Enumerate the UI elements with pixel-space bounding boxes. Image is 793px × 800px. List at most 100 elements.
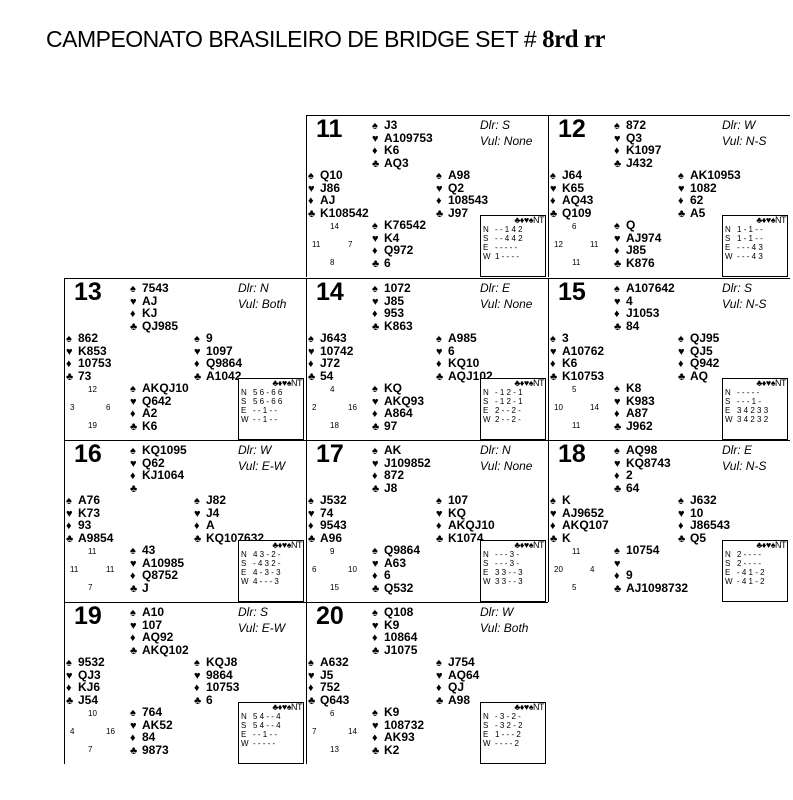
cards-heart: K73 xyxy=(78,505,101,520)
board-number: 14 xyxy=(316,278,344,306)
suit-line: ♦10864 xyxy=(372,631,417,644)
suit-line: ♦J72 xyxy=(308,357,353,370)
cards-diamond: 9543 xyxy=(320,518,347,532)
hcp-s: 19 xyxy=(88,421,97,430)
board-number: 19 xyxy=(74,602,102,630)
diamond-icon: ♦ xyxy=(678,195,684,207)
suit-line: ♠K76542 xyxy=(372,219,426,232)
club-icon: ♣ xyxy=(678,370,686,383)
diamond-icon: ♦ xyxy=(194,358,200,370)
dd-row-values: 2 - - - - xyxy=(737,550,761,559)
suit-line: ♥9864 xyxy=(194,668,239,681)
suit-line: ♦K6 xyxy=(372,144,433,157)
suit-line: ♠107 xyxy=(436,494,495,507)
diamond-icon: ♦ xyxy=(678,358,684,370)
cards-club: K xyxy=(562,530,571,545)
diamond-icon: ♦ xyxy=(130,570,136,582)
suit-line: ♣J xyxy=(130,581,184,594)
spade-icon: ♠ xyxy=(550,495,556,507)
suit-line: ♥AJ xyxy=(130,294,178,307)
suit-line: ♦A864 xyxy=(372,407,424,420)
club-icon: ♣ xyxy=(372,420,380,433)
dd-row-label: E xyxy=(725,243,731,252)
suit-line: ♦J85 xyxy=(614,244,661,257)
dd-row: S- - - 3 - xyxy=(481,559,545,568)
hcp-s: 8 xyxy=(330,258,335,267)
dd-header: ♣♦♥♠NT xyxy=(272,378,302,388)
hcp-e: 16 xyxy=(348,403,357,412)
club-icon: ♣ xyxy=(372,320,380,333)
cards-spade: Q108 xyxy=(384,605,414,619)
dd-row-label: W xyxy=(241,739,249,748)
heart-icon: ♥ xyxy=(678,182,685,195)
board-number: 18 xyxy=(558,440,586,468)
hcp-n: 4 xyxy=(330,385,335,394)
dd-row: S- 3 2 - 2 xyxy=(481,721,545,730)
spade-icon: ♠ xyxy=(678,170,684,182)
hand-west: ♠J64♥K65♦AQ43♣Q109 xyxy=(550,169,593,220)
hcp-w: 4 xyxy=(70,727,75,736)
club-icon: ♣ xyxy=(308,532,316,545)
suit-line: ♦J1053 xyxy=(614,307,675,320)
cards-heart: A10985 xyxy=(142,555,185,570)
cards-spade: 862 xyxy=(78,331,99,345)
cards-club: 9873 xyxy=(142,742,169,757)
suit-line: ♠764 xyxy=(130,706,173,719)
spade-icon: ♠ xyxy=(550,170,556,182)
diamond-icon: ♦ xyxy=(308,358,314,370)
cards-diamond: K1097 xyxy=(626,143,662,157)
cards-club: 84 xyxy=(626,318,640,333)
board-border xyxy=(306,278,548,440)
spade-icon: ♠ xyxy=(614,445,620,457)
dd-row-label: S xyxy=(241,397,247,406)
cards-spade: J754 xyxy=(448,655,475,669)
suit-line: ♦KJ1064 xyxy=(130,469,187,482)
suit-line: ♣A1042 xyxy=(194,369,242,382)
cards-diamond: J86543 xyxy=(690,518,731,532)
cards-spade: J82 xyxy=(206,493,227,507)
dd-row: E- 4 1 - 2 xyxy=(723,568,787,577)
cards-club: AKQ102 xyxy=(142,642,189,657)
cards-diamond: Q9864 xyxy=(206,356,243,370)
dd-row-label: S xyxy=(483,234,489,243)
cards-club: Q5 xyxy=(690,530,707,545)
cards-spade: AK10953 xyxy=(690,168,741,182)
dd-row: N- 1 2 - 1 xyxy=(481,388,545,397)
diamond-icon: ♦ xyxy=(372,570,378,582)
hcp-s: 5 xyxy=(572,583,577,592)
cards-diamond: 10753 xyxy=(206,680,240,694)
cards-club: 97 xyxy=(384,418,398,433)
club-icon: ♣ xyxy=(436,207,444,220)
suit-line: ♣9873 xyxy=(130,742,173,757)
cards-diamond: 84 xyxy=(142,730,156,744)
diamond-icon: ♦ xyxy=(308,520,314,532)
cards-heart: J4 xyxy=(206,505,220,520)
suit-line: ♥J4 xyxy=(194,505,264,520)
cards-heart: Q3 xyxy=(626,130,643,145)
hcp-w: 2 xyxy=(312,403,317,412)
cards-heart: QJ3 xyxy=(78,667,101,682)
dd-row-label: S xyxy=(241,559,247,568)
diamond-icon: ♦ xyxy=(550,195,556,207)
dd-row-values: 2 - - 2 - xyxy=(495,415,521,424)
suit-line: ♣J8 xyxy=(372,481,431,494)
suit-line: ♦AQ92 xyxy=(130,631,189,644)
suit-line: ♦108543 xyxy=(436,194,488,207)
cards-diamond: KQ10 xyxy=(448,356,480,370)
cards-spade: J532 xyxy=(320,493,347,507)
dd-header: ♣♦♥♠NT xyxy=(514,540,544,550)
cards-spade: A98 xyxy=(448,168,471,182)
cards-spade: 7543 xyxy=(142,281,169,295)
cards-spade: 9 xyxy=(206,331,213,345)
cards-diamond: A87 xyxy=(626,406,649,420)
dd-header: ♣♦♥♠NT xyxy=(514,378,544,388)
heart-icon: ♥ xyxy=(308,182,315,195)
spade-icon: ♠ xyxy=(308,495,314,507)
cards-spade: J643 xyxy=(320,331,347,345)
spade-icon: ♠ xyxy=(678,333,684,345)
